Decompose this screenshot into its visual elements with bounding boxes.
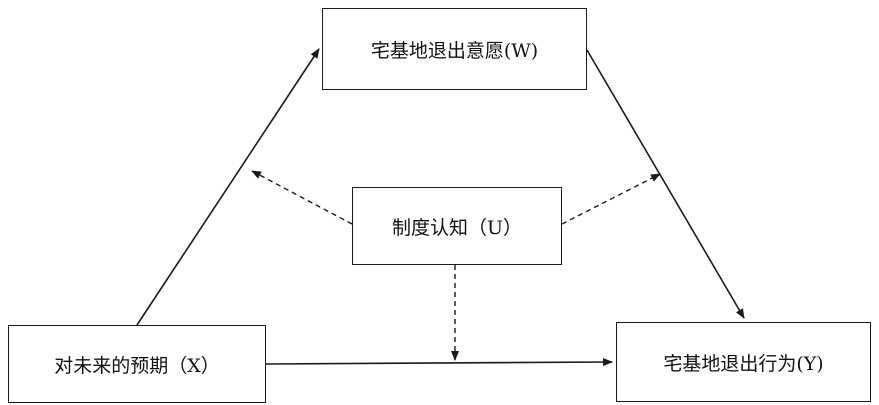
node-future-expectation: 对未来的预期（X）: [8, 325, 266, 403]
node-institutional-cognition-label: 制度认知（U）: [391, 216, 522, 239]
edge-w-to-y: [586, 49, 745, 319]
edge-u-to-xw: [251, 170, 353, 225]
node-withdrawal-behavior-label: 宅基地退出行为(Y): [663, 352, 824, 375]
node-future-expectation-label: 对未来的预期（X）: [54, 354, 220, 377]
edge-x-to-w: [136, 48, 320, 326]
node-withdrawal-intention-label: 宅基地退出意愿(W): [370, 39, 539, 62]
node-withdrawal-behavior: 宅基地退出行为(Y): [616, 322, 871, 402]
node-withdrawal-intention: 宅基地退出意愿(W): [322, 8, 587, 90]
edge-u-to-wy: [561, 173, 661, 225]
edge-x-to-y: [265, 358, 613, 367]
node-institutional-cognition: 制度认知（U）: [352, 187, 562, 265]
